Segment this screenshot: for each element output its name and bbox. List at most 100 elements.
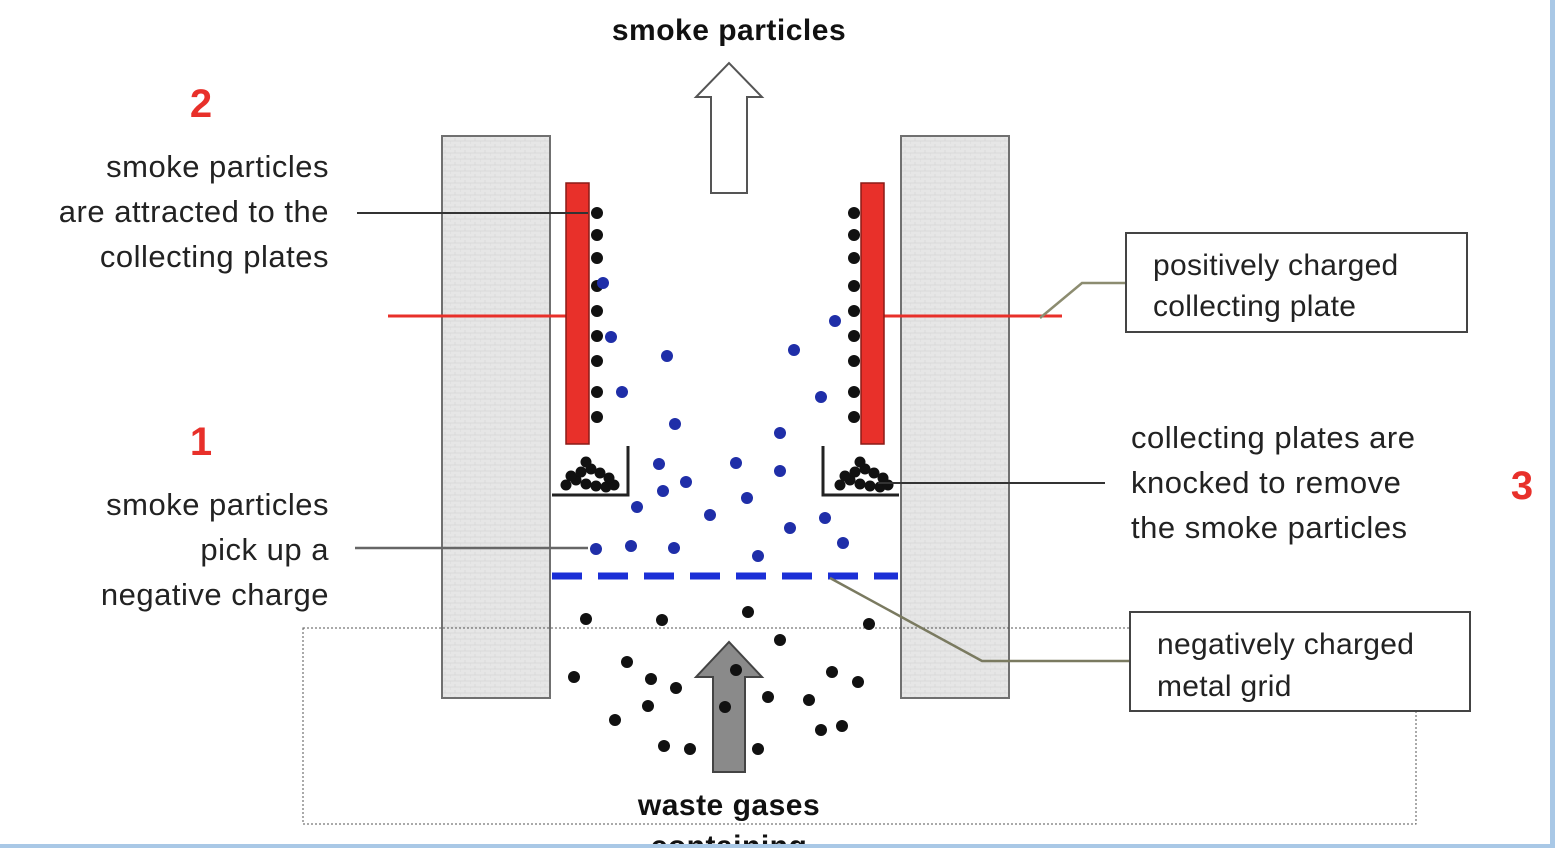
step3-line3: the smoke particles: [1131, 510, 1408, 545]
charged-particle: [661, 350, 673, 362]
charged-particle: [590, 543, 602, 555]
collected-particle: [854, 456, 866, 468]
charged-particle: [605, 331, 617, 343]
top-label: smoke particles: [612, 14, 846, 47]
charged-particle: [668, 542, 680, 554]
smoke-particle: [670, 682, 682, 694]
smoke-particle: [609, 714, 621, 726]
charged-particle: [616, 386, 628, 398]
collected-particle: [877, 472, 889, 484]
negative-grid-leader: [829, 576, 1130, 663]
collected-particle: [868, 467, 880, 479]
collected-particle: [580, 478, 592, 490]
smoke-particle: [719, 701, 731, 713]
smoke-particle: [848, 280, 860, 292]
charged-particle: [704, 509, 716, 521]
charged-particle: [784, 522, 796, 534]
charged-particle: [752, 550, 764, 562]
smoke-particle: [848, 252, 860, 264]
smoke-particle: [621, 656, 633, 668]
left-collecting-plate: [565, 182, 590, 445]
smoke-particle: [684, 743, 696, 755]
left-tray: [552, 446, 630, 497]
smoke-particle: [803, 694, 815, 706]
bottom-label-cut: containing: [651, 830, 808, 848]
collected-particle: [580, 456, 592, 468]
smoke-particle: [848, 229, 860, 241]
selection-outline: [302, 627, 1417, 825]
bottom-label: waste gases: [637, 789, 820, 822]
charged-particle: [680, 476, 692, 488]
smoke-particle: [645, 673, 657, 685]
smoke-particle: [591, 330, 603, 342]
collected-particle: [864, 480, 876, 492]
smoke-particle: [863, 618, 875, 630]
charged-particle: [631, 501, 643, 513]
charged-particle: [625, 540, 637, 552]
charged-particle: [653, 458, 665, 470]
collected-particle: [834, 479, 846, 491]
right-collecting-plate: [860, 182, 885, 445]
positive-plate-leader: [1039, 281, 1126, 319]
smoke-particle: [848, 305, 860, 317]
smoke-particle: [848, 207, 860, 219]
smoke-particle: [752, 743, 764, 755]
smoke-particle: [774, 634, 786, 646]
charged-particle: [741, 492, 753, 504]
negative-grid-label-line2: metal grid: [1157, 670, 1292, 703]
smoke-particle: [591, 252, 603, 264]
collected-particle: [594, 467, 606, 479]
window-frame-bottom: [0, 844, 1555, 848]
collected-particle: [565, 470, 577, 482]
step3-number: 3: [1511, 464, 1533, 508]
particles: [560, 207, 894, 755]
window-frame-right: [1550, 0, 1555, 848]
step1-number: 1: [190, 420, 212, 464]
collected-particle: [849, 466, 861, 478]
collected-particle: [590, 480, 602, 492]
negative-grid-box: [1129, 611, 1471, 712]
smoke-particle: [591, 229, 603, 241]
charged-particle: [774, 427, 786, 439]
smoke-particle: [656, 614, 668, 626]
smoke-particle: [848, 355, 860, 367]
charged-particle: [788, 344, 800, 356]
smoke-particle: [658, 740, 670, 752]
charged-particle: [829, 315, 841, 327]
step1-line2: pick up a: [200, 532, 329, 567]
smoke-particle: [836, 720, 848, 732]
right-wall: [900, 135, 1010, 699]
right-tray: [821, 446, 899, 497]
smoke-particle: [591, 386, 603, 398]
smoke-particle: [568, 671, 580, 683]
smoke-particle: [591, 305, 603, 317]
smoke-particle: [580, 613, 592, 625]
collected-particle: [839, 470, 851, 482]
collected-particle: [560, 479, 572, 491]
charged-particle: [819, 512, 831, 524]
charged-particle: [730, 457, 742, 469]
charged-particle: [597, 277, 609, 289]
positive-plate-box: [1125, 232, 1468, 333]
smoke-particle: [762, 691, 774, 703]
smoke-particle: [826, 666, 838, 678]
smoke-particle: [591, 411, 603, 423]
step2-line3: collecting plates: [100, 239, 329, 274]
charged-particle: [669, 418, 681, 430]
charged-particle: [815, 391, 827, 403]
smoke-particle: [591, 207, 603, 219]
charged-particle: [657, 485, 669, 497]
collected-particle: [575, 466, 587, 478]
smoke-particle: [848, 330, 860, 342]
outflow-arrow: [693, 61, 765, 194]
positive-plate-label-line1: positively charged: [1153, 249, 1399, 282]
smoke-particle: [730, 664, 742, 676]
step1-line3: negative charge: [101, 577, 329, 612]
smoke-particle: [848, 411, 860, 423]
charged-particle: [837, 537, 849, 549]
step3-line1: collecting plates are: [1131, 420, 1416, 455]
step3-line2: knocked to remove: [1131, 465, 1401, 500]
step1-line1: smoke particles: [106, 487, 329, 522]
smoke-particle: [848, 386, 860, 398]
left-wall: [441, 135, 551, 699]
